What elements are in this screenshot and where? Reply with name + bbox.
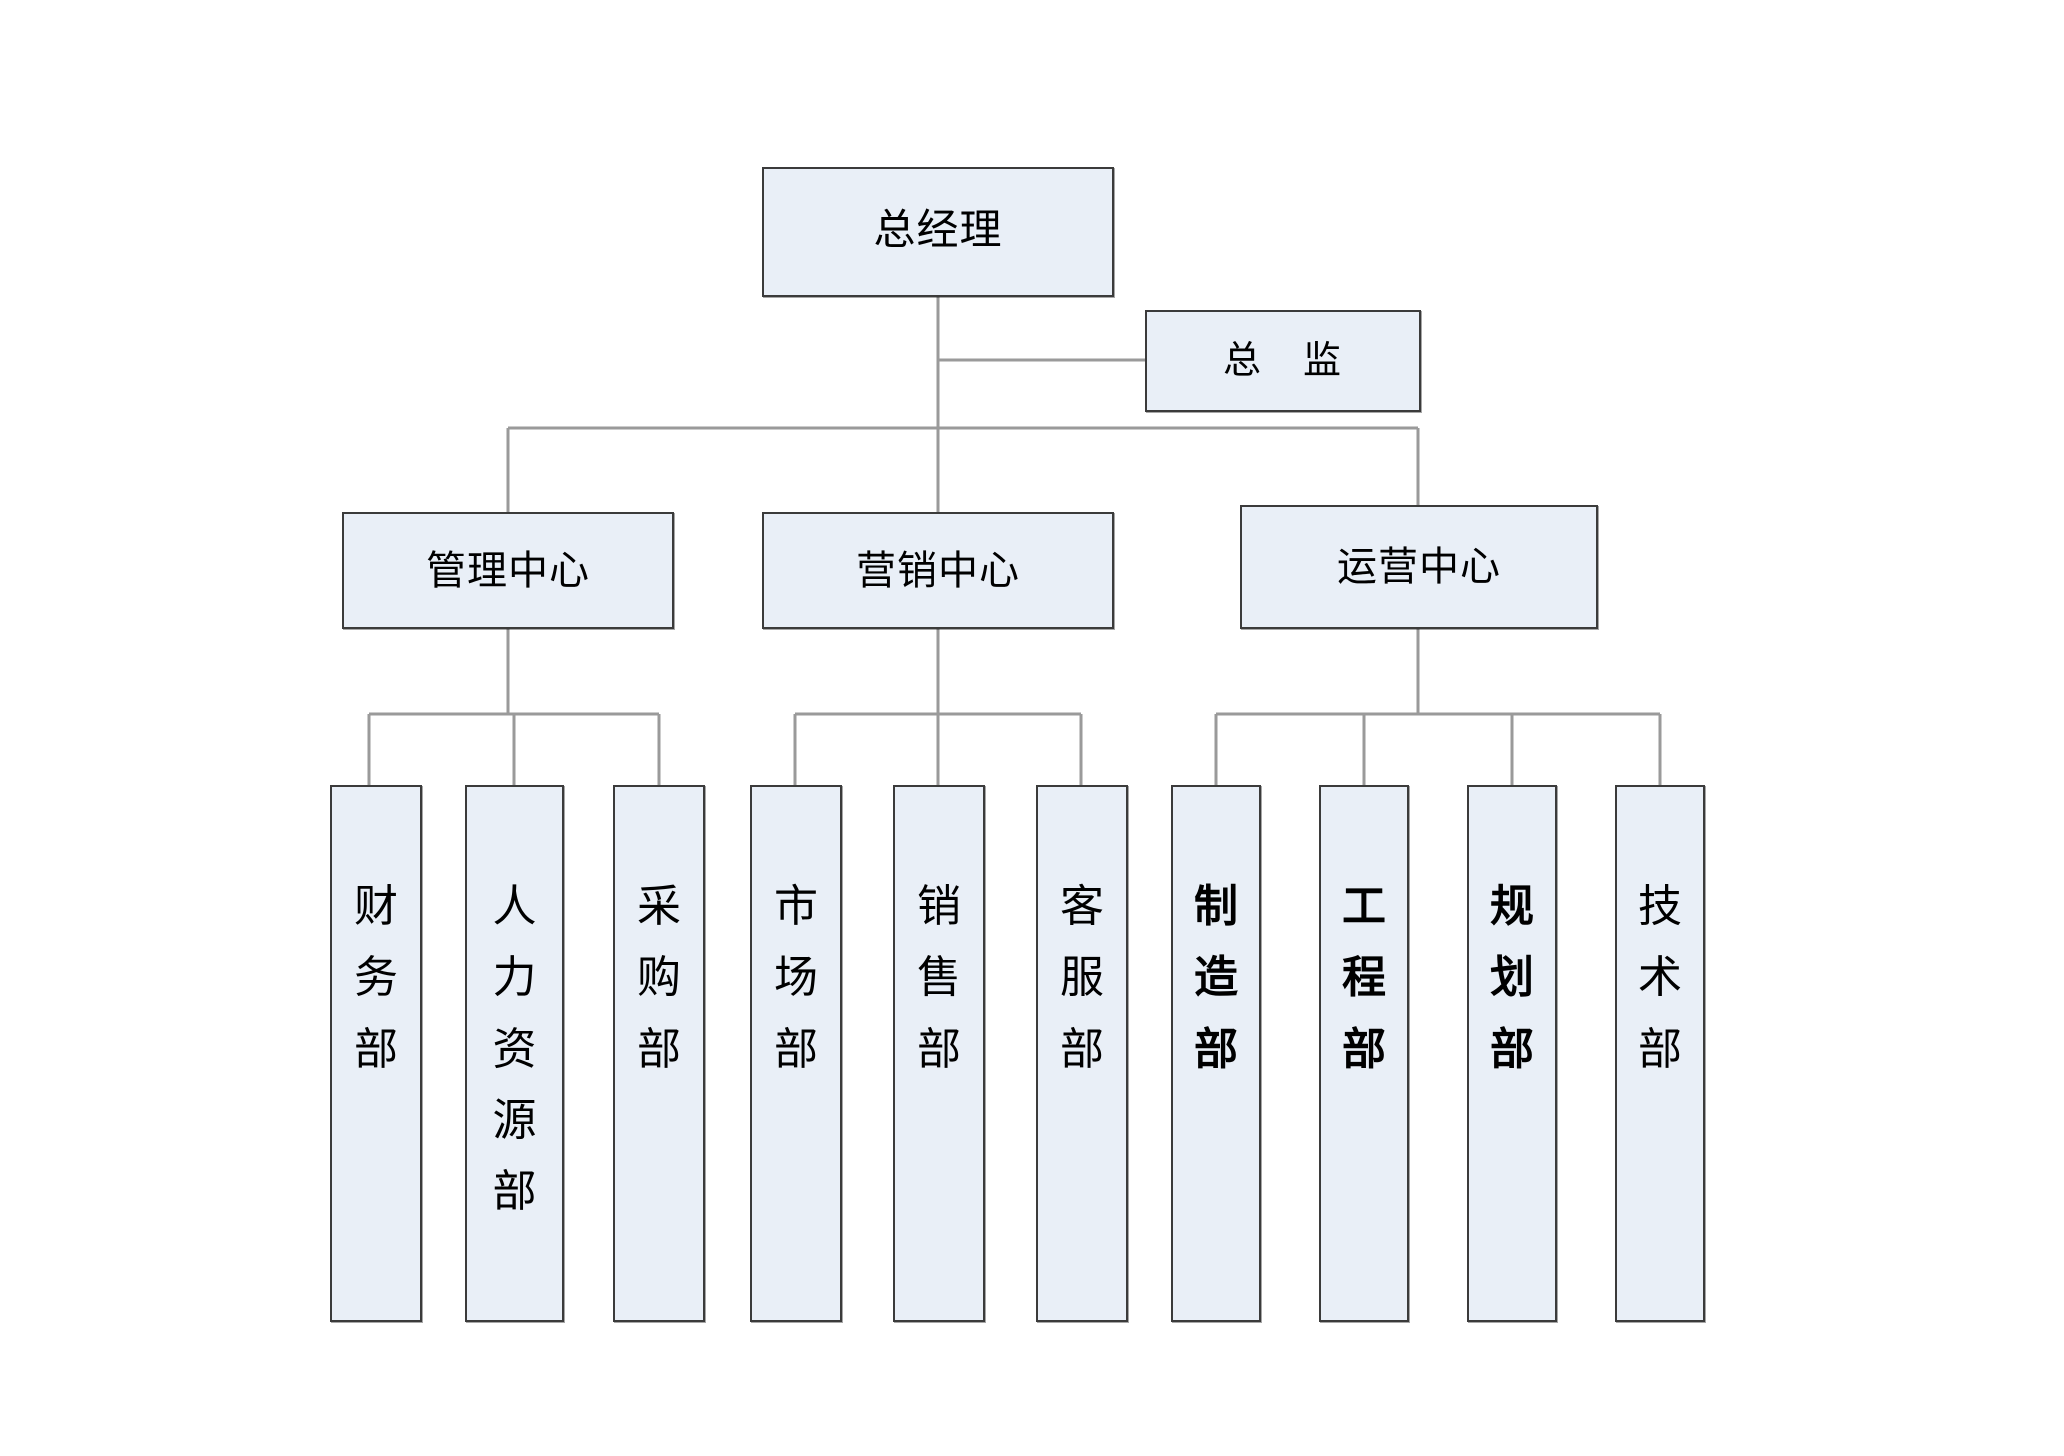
label-char: 源 — [492, 1095, 537, 1145]
label-char: 技 — [1638, 882, 1682, 931]
label-char: 售 — [917, 953, 961, 1003]
node-technology-dept[interactable]: 技术部 — [1615, 785, 1705, 1322]
node-procurement-dept-label: 采购部 — [637, 871, 681, 1085]
label-char: 部 — [492, 1167, 537, 1217]
node-sales-dept[interactable]: 销售部 — [893, 785, 985, 1322]
label-char: 部 — [1194, 1024, 1238, 1074]
label-char: 部 — [774, 1024, 818, 1074]
label-char: 规 — [1490, 882, 1534, 931]
node-general-manager-label: 总经理 — [873, 208, 1003, 255]
node-director[interactable]: 总 监 — [1145, 310, 1421, 412]
node-management-center-label: 管理中心 — [426, 547, 590, 593]
node-engineering-dept[interactable]: 工程部 — [1319, 785, 1409, 1322]
label-char: 部 — [1490, 1024, 1534, 1074]
node-general-manager[interactable]: 总经理 — [762, 167, 1114, 297]
label-char: 部 — [1638, 1024, 1682, 1074]
label-char: 财 — [354, 882, 398, 931]
node-customer-service-dept-label: 客服部 — [1060, 871, 1104, 1085]
node-finance-dept-label: 财务部 — [354, 871, 398, 1085]
label-char: 人 — [492, 882, 537, 931]
node-human-resources-dept[interactable]: 人力资源部 — [465, 785, 564, 1322]
node-market-dept-label: 市场部 — [774, 871, 818, 1085]
node-operations-center-label: 运营中心 — [1337, 544, 1501, 590]
label-char: 力 — [492, 953, 537, 1003]
node-engineering-dept-label: 工程部 — [1342, 871, 1386, 1085]
node-finance-dept[interactable]: 财务部 — [330, 785, 422, 1322]
label-char: 务 — [354, 953, 398, 1003]
node-planning-dept-label: 规划部 — [1490, 871, 1534, 1085]
label-char: 工 — [1342, 882, 1386, 931]
node-sales-dept-label: 销售部 — [917, 871, 961, 1085]
label-char: 部 — [1060, 1024, 1104, 1074]
node-planning-dept[interactable]: 规划部 — [1467, 785, 1557, 1322]
label-char: 术 — [1638, 953, 1682, 1003]
label-char: 销 — [917, 882, 961, 931]
label-char: 划 — [1490, 953, 1534, 1003]
label-char: 造 — [1194, 953, 1238, 1003]
label-char: 购 — [637, 953, 681, 1003]
node-market-dept[interactable]: 市场部 — [750, 785, 842, 1322]
label-char: 部 — [637, 1024, 681, 1074]
label-char: 程 — [1342, 953, 1386, 1003]
node-operations-center[interactable]: 运营中心 — [1240, 505, 1598, 629]
node-human-resources-dept-label: 人力资源部 — [493, 871, 537, 1227]
label-char: 采 — [637, 882, 681, 931]
label-char: 部 — [1342, 1024, 1386, 1074]
node-management-center[interactable]: 管理中心 — [342, 512, 674, 629]
node-procurement-dept[interactable]: 采购部 — [613, 785, 705, 1322]
node-technology-dept-label: 技术部 — [1638, 871, 1682, 1085]
node-manufacturing-dept[interactable]: 制造部 — [1171, 785, 1261, 1322]
label-char: 部 — [917, 1024, 961, 1074]
label-char: 市 — [774, 882, 818, 931]
node-customer-service-dept[interactable]: 客服部 — [1036, 785, 1128, 1322]
label-char: 服 — [1060, 953, 1104, 1003]
node-marketing-center[interactable]: 营销中心 — [762, 512, 1114, 629]
label-char: 资 — [492, 1024, 537, 1074]
node-marketing-center-label: 营销中心 — [856, 547, 1020, 593]
label-char: 部 — [354, 1024, 398, 1074]
label-char: 制 — [1194, 882, 1238, 931]
node-director-label: 总 监 — [1222, 339, 1343, 382]
label-char: 场 — [774, 953, 818, 1003]
label-char: 客 — [1060, 882, 1104, 931]
node-manufacturing-dept-label: 制造部 — [1194, 871, 1238, 1085]
